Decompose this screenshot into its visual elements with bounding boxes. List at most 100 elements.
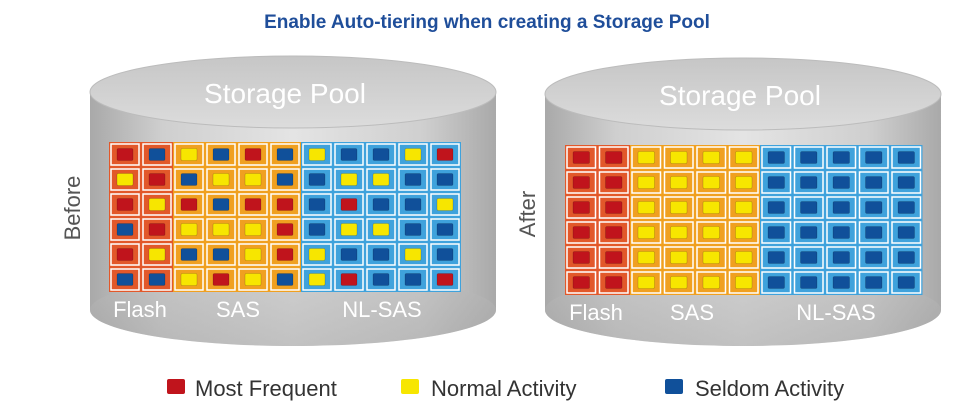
before-block-seldom-activity	[148, 148, 166, 161]
after-block-seldom-activity	[800, 201, 818, 214]
after-block-seldom-activity	[832, 276, 850, 289]
normal-activity-label: Normal Activity	[431, 376, 576, 401]
before-block-seldom-activity	[212, 248, 230, 261]
before-block-seldom-activity	[404, 198, 422, 211]
after-block-most-frequent	[605, 151, 623, 164]
after-block-seldom-activity	[897, 151, 915, 164]
before-block-most-frequent	[148, 223, 166, 236]
after-cylinder-top	[544, 57, 942, 131]
before-tier-grid	[109, 142, 461, 292]
before-block-most-frequent	[244, 198, 262, 211]
before-block-normal-activity	[148, 198, 166, 211]
before-block-seldom-activity	[404, 173, 422, 186]
after-block-seldom-activity	[897, 226, 915, 239]
after-block-seldom-activity	[800, 276, 818, 289]
after-tier-label-flash: Flash	[569, 300, 623, 325]
before-block-normal-activity	[180, 273, 198, 286]
after-block-seldom-activity	[800, 226, 818, 239]
after-flash-tier-block	[565, 145, 630, 295]
after-block-seldom-activity	[767, 251, 785, 264]
after-tier-label-sas: SAS	[670, 300, 714, 325]
before-block-most-frequent	[180, 198, 198, 211]
seldom-activity-swatch	[665, 379, 683, 394]
after-block-normal-activity	[637, 251, 655, 264]
after-block-most-frequent	[605, 251, 623, 264]
before-tier-label-flash: Flash	[113, 297, 167, 322]
after-block-normal-activity	[735, 276, 753, 289]
after-block-seldom-activity	[800, 151, 818, 164]
before-block-normal-activity	[372, 223, 390, 236]
after-block-normal-activity	[637, 201, 655, 214]
after-block-normal-activity	[670, 176, 688, 189]
after-block-most-frequent	[572, 251, 590, 264]
after-block-most-frequent	[605, 276, 623, 289]
after-block-normal-activity	[702, 176, 720, 189]
before-block-normal-activity	[308, 273, 326, 286]
before-block-most-frequent	[116, 248, 134, 261]
after-side-label: After	[515, 191, 540, 237]
before-block-seldom-activity	[404, 223, 422, 236]
before-block-seldom-activity	[372, 148, 390, 161]
before-block-seldom-activity	[340, 248, 358, 261]
after-block-seldom-activity	[800, 176, 818, 189]
after-block-normal-activity	[735, 151, 753, 164]
before-block-normal-activity	[116, 173, 134, 186]
before-block-seldom-activity	[308, 173, 326, 186]
before-block-most-frequent	[116, 198, 134, 211]
after-block-most-frequent	[572, 201, 590, 214]
after-block-normal-activity	[670, 251, 688, 264]
after-block-normal-activity	[637, 176, 655, 189]
before-block-normal-activity	[308, 148, 326, 161]
before-block-normal-activity	[212, 173, 230, 186]
diagram-title: Enable Auto-tiering when creating a Stor…	[264, 12, 710, 33]
after-block-normal-activity	[670, 151, 688, 164]
before-cylinder-top	[89, 55, 497, 129]
after-block-seldom-activity	[897, 276, 915, 289]
before-storage-pool: Storage Pool Before Flash SAS NL-SAS	[60, 55, 497, 346]
after-block-seldom-activity	[897, 176, 915, 189]
before-block-normal-activity	[372, 173, 390, 186]
after-block-seldom-activity	[832, 201, 850, 214]
normal-activity-swatch	[401, 379, 419, 394]
before-block-most-frequent	[436, 273, 454, 286]
after-tier-label-nlsas: NL-SAS	[796, 300, 875, 325]
after-block-normal-activity	[670, 201, 688, 214]
before-block-seldom-activity	[340, 148, 358, 161]
after-block-seldom-activity	[865, 176, 883, 189]
before-block-seldom-activity	[276, 173, 294, 186]
before-block-most-frequent	[276, 248, 294, 261]
before-block-most-frequent	[276, 223, 294, 236]
after-block-normal-activity	[735, 251, 753, 264]
before-block-normal-activity	[180, 223, 198, 236]
before-sas-tier-block	[173, 142, 301, 292]
after-block-normal-activity	[637, 151, 655, 164]
before-block-seldom-activity	[180, 173, 198, 186]
after-block-seldom-activity	[767, 226, 785, 239]
seldom-activity-label: Seldom Activity	[695, 376, 844, 401]
after-nlsas-tier-block	[760, 145, 923, 295]
after-block-most-frequent	[605, 226, 623, 239]
before-block-seldom-activity	[180, 248, 198, 261]
before-block-normal-activity	[212, 223, 230, 236]
after-block-seldom-activity	[767, 176, 785, 189]
after-block-seldom-activity	[832, 226, 850, 239]
after-block-seldom-activity	[865, 151, 883, 164]
after-block-seldom-activity	[865, 251, 883, 264]
before-pool-label: Storage Pool	[204, 78, 366, 109]
after-block-normal-activity	[670, 226, 688, 239]
before-block-normal-activity	[340, 173, 358, 186]
before-block-normal-activity	[244, 248, 262, 261]
after-block-most-frequent	[605, 201, 623, 214]
legend: Most Frequent Normal Activity Seldom Act…	[167, 376, 844, 401]
before-block-seldom-activity	[276, 148, 294, 161]
before-block-most-frequent	[436, 148, 454, 161]
legend-item-seldom-activity: Seldom Activity	[665, 376, 844, 401]
after-block-seldom-activity	[897, 251, 915, 264]
before-block-seldom-activity	[212, 198, 230, 211]
after-block-most-frequent	[572, 151, 590, 164]
after-block-seldom-activity	[865, 276, 883, 289]
after-block-seldom-activity	[767, 151, 785, 164]
before-block-seldom-activity	[372, 248, 390, 261]
after-block-seldom-activity	[767, 201, 785, 214]
